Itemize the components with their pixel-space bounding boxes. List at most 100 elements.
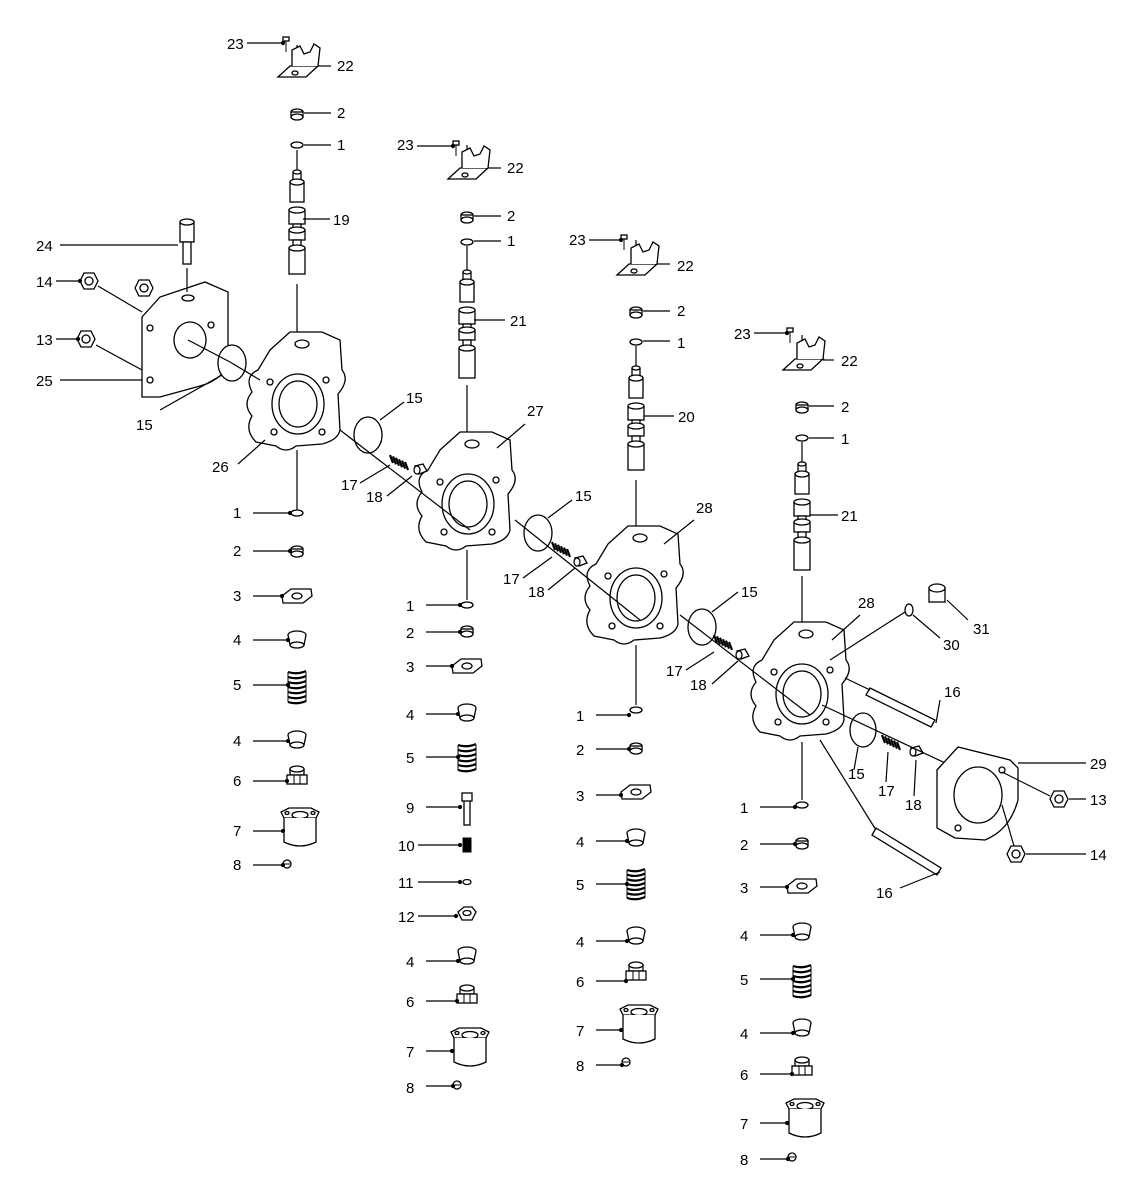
- callout-a1b: 1: [233, 505, 241, 522]
- o-ring-1-d: [795, 434, 809, 442]
- callout-b21: 21: [510, 313, 527, 330]
- bracket-hole: [630, 268, 638, 274]
- plate-3-d: [786, 878, 818, 894]
- coil: [391, 456, 398, 465]
- leader-line: [685, 651, 715, 671]
- callout-c8: 8: [576, 1058, 584, 1075]
- plug-31: [928, 583, 946, 603]
- callout-b6: 6: [406, 994, 414, 1011]
- callout-15-e: 15: [848, 766, 865, 783]
- callout-a4a: 4: [233, 632, 241, 649]
- callout-17-b: 17: [503, 571, 520, 588]
- tie-rod-16-a: [865, 687, 936, 728]
- bolt-hole: [270, 428, 278, 436]
- leader-dot: [77, 278, 83, 284]
- spring-coils: [287, 669, 307, 705]
- spool-land-top: [459, 278, 475, 286]
- spring-10-body: [462, 837, 472, 853]
- flange-hole: [815, 1101, 821, 1107]
- bolt-hole: [492, 476, 500, 484]
- ring-bottom: [629, 311, 643, 319]
- spring-10: [462, 837, 472, 853]
- callout-d2b: 2: [740, 837, 748, 854]
- backup-ring-2-d: [795, 401, 809, 414]
- poppet-18-c: [735, 648, 750, 660]
- callout-a22: 22: [337, 58, 354, 75]
- plate-3-c: [620, 784, 652, 800]
- callout-b1b: 1: [406, 598, 414, 615]
- leader-dot: [624, 881, 630, 887]
- nut-hole: [139, 283, 149, 293]
- spool-21-b: [458, 269, 476, 379]
- callout-31: 31: [973, 621, 990, 638]
- leader-line: [237, 439, 266, 465]
- plug-6-c: [625, 961, 647, 981]
- check-spring-17-d: [880, 734, 902, 751]
- spool-land: [288, 247, 306, 275]
- valve-section-26: [246, 331, 346, 451]
- callout-b9: 9: [406, 800, 414, 817]
- callout-c22: 22: [677, 258, 694, 275]
- cover-hole: [207, 321, 215, 329]
- leader-dot: [785, 1156, 791, 1162]
- bolt-hole: [436, 478, 444, 486]
- callout-b11: 11: [398, 875, 414, 892]
- section-top-port: [464, 439, 480, 449]
- callout-c1b: 1: [576, 708, 584, 725]
- callout-d1b: 1: [740, 800, 748, 817]
- nut-hole: [1054, 794, 1064, 804]
- axis-line: [229, 361, 261, 381]
- leader-dot: [285, 682, 291, 688]
- leader-line: [711, 591, 739, 613]
- leader-dot: [455, 754, 461, 760]
- spring-seat-4-c: [626, 828, 646, 847]
- coil: [895, 741, 902, 751]
- callout-14-right: 14: [1090, 847, 1107, 864]
- callout-15-a: 15: [136, 417, 153, 434]
- axis-line: [339, 429, 471, 531]
- leader-line: [853, 746, 859, 771]
- bracket-22-a: [276, 43, 321, 78]
- backup-ring-2-d-b: [795, 837, 809, 850]
- valve-section-28-a: [584, 525, 684, 645]
- leader-line: [547, 499, 573, 519]
- callout-c20: 20: [678, 409, 695, 426]
- leader-dot: [280, 828, 286, 834]
- spool-tip-end: [797, 461, 807, 467]
- callout-d3: 3: [740, 880, 748, 897]
- o-ring-15-c: [523, 514, 553, 552]
- spring-5-b: [457, 742, 477, 773]
- bolt-hole: [608, 622, 616, 630]
- bracket-arm: [291, 43, 321, 67]
- spool-land: [627, 443, 645, 471]
- coil: [883, 736, 890, 745]
- coil: [394, 457, 401, 467]
- o-ring-1-a: [290, 141, 304, 149]
- flange-hole: [789, 1101, 795, 1107]
- callout-25: 25: [36, 373, 53, 390]
- screw-8-b: [452, 1080, 462, 1090]
- spring-seat-4-a: [287, 630, 307, 649]
- axis-line: [821, 704, 961, 771]
- callout-a1t: 1: [337, 137, 345, 154]
- leader-line: [913, 759, 917, 797]
- leader-dot: [790, 1030, 796, 1036]
- flange-hole: [623, 1007, 629, 1013]
- cover-hole: [146, 324, 154, 332]
- axis-line: [829, 611, 906, 661]
- spool-land-top: [627, 402, 645, 410]
- pin-9: [461, 792, 473, 826]
- callout-c4a: 4: [576, 834, 584, 851]
- leader-line: [359, 464, 391, 484]
- callout-c1t: 1: [677, 335, 685, 352]
- spool-land-top: [288, 226, 306, 234]
- flange-hole: [454, 1030, 460, 1036]
- housing-bore: [291, 810, 309, 820]
- ball-11: [462, 878, 472, 886]
- nut-14-left: [79, 272, 99, 290]
- coil: [892, 740, 899, 749]
- plug-6-d: [791, 1056, 813, 1076]
- callout-29: 29: [1090, 756, 1107, 773]
- plate-hole: [796, 882, 808, 890]
